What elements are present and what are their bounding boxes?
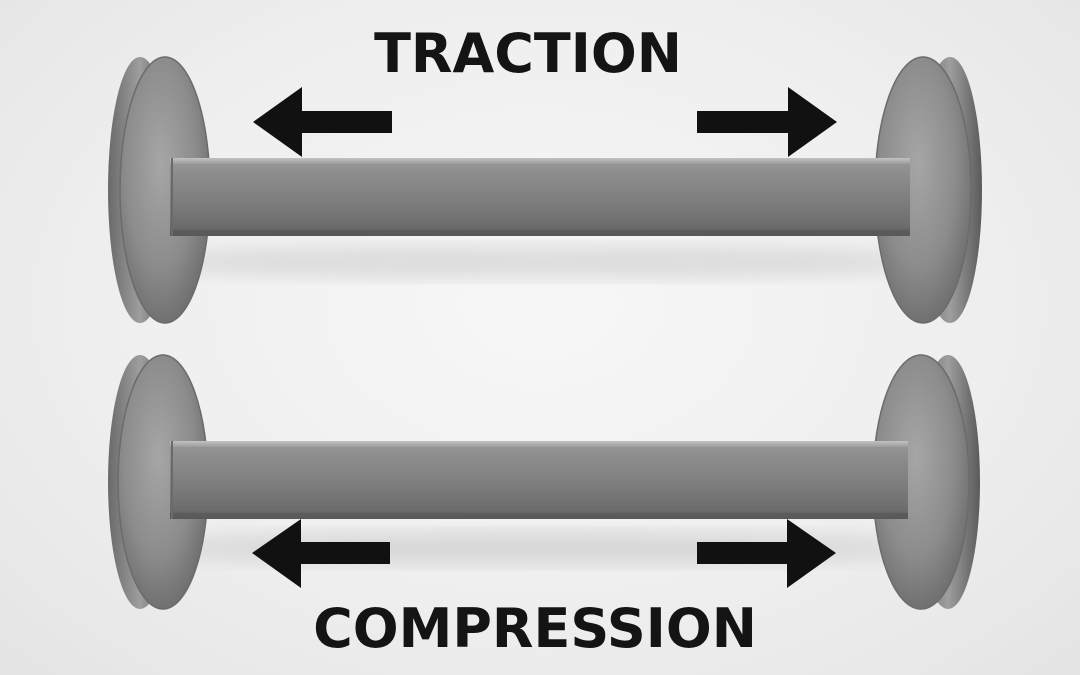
traction-shadow bbox=[160, 246, 920, 278]
compression-label: COMPRESSION bbox=[313, 597, 757, 660]
traction-right-end-plate bbox=[874, 56, 982, 324]
compression-left-arrow bbox=[252, 519, 390, 588]
compression-bar bbox=[170, 441, 908, 519]
traction-right-arrow bbox=[697, 87, 837, 157]
traction-specimen: TRACTION bbox=[108, 22, 982, 324]
traction-bar bbox=[170, 158, 910, 236]
compression-right-arrow bbox=[697, 519, 836, 588]
traction-left-arrow bbox=[253, 87, 392, 157]
compression-left-end-plate bbox=[108, 354, 209, 610]
compression-specimen: COMPRESSION bbox=[108, 354, 980, 660]
traction-label: TRACTION bbox=[374, 22, 682, 85]
traction-left-end-plate bbox=[108, 56, 211, 324]
compression-right-end-plate bbox=[872, 354, 980, 610]
